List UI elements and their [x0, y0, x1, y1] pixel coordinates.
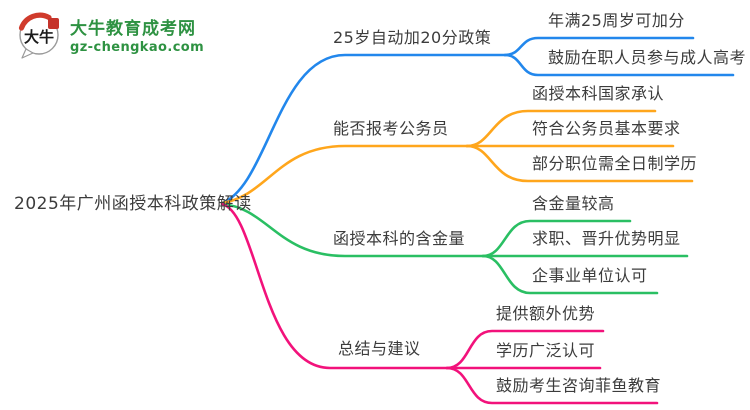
logo-site-name: 大牛教育成考网: [70, 18, 196, 39]
logo-text-block: 大牛教育成考网 gz-chengkao.com: [70, 19, 204, 56]
branch-lines-policy: [220, 36, 735, 205]
branch-value-label: 函授本科的含金量: [333, 229, 466, 248]
leaf-high-value: 含金量较高: [532, 194, 615, 213]
root-topic: 2025年广州函授本科政策解读: [14, 194, 252, 214]
seal-badge: [48, 18, 59, 29]
leaf-career-advantage: 求职、晋升优势明显: [532, 229, 681, 248]
leaf-consult-advice: 鼓励考生咨询菲鱼教育: [496, 376, 662, 395]
leaf-widely-recognized: 学历广泛认可: [496, 341, 596, 360]
leaf-state-recognized: 函授本科国家承认: [532, 84, 665, 103]
leaf-extra-advantage: 提供额外优势: [496, 304, 596, 323]
branch-lines-summary: [220, 202, 659, 405]
branch-policy-label: 25岁自动加20分政策: [333, 28, 492, 47]
leaf-employer-recognized: 企事业单位认可: [532, 266, 648, 285]
branch-lines-value: [220, 202, 689, 295]
daniu-logo-icon: 大牛: [18, 12, 59, 59]
bubble-tail: [21, 48, 34, 59]
red-crescent: [18, 12, 52, 31]
leaf-meets-requirements: 符合公务员基本要求: [532, 119, 681, 138]
branch-lines-civil-servant: [220, 109, 694, 205]
leaf-fulltime-needed: 部分职位需全日制学历: [532, 154, 698, 173]
leaf-age-bonus: 年满25周岁可加分: [548, 11, 685, 30]
logo-site-domain: gz-chengkao.com: [70, 39, 205, 55]
branch-summary-label: 总结与建议: [338, 339, 421, 358]
site-logo: 大牛 大牛教育成考网 gz-chengkao.com: [16, 12, 204, 62]
logo-icon-text: 大牛: [24, 28, 54, 46]
branch-civil-servant-label: 能否报考公务员: [333, 119, 449, 138]
leaf-encourage-workers: 鼓励在职人员参与成人高考: [548, 48, 747, 67]
